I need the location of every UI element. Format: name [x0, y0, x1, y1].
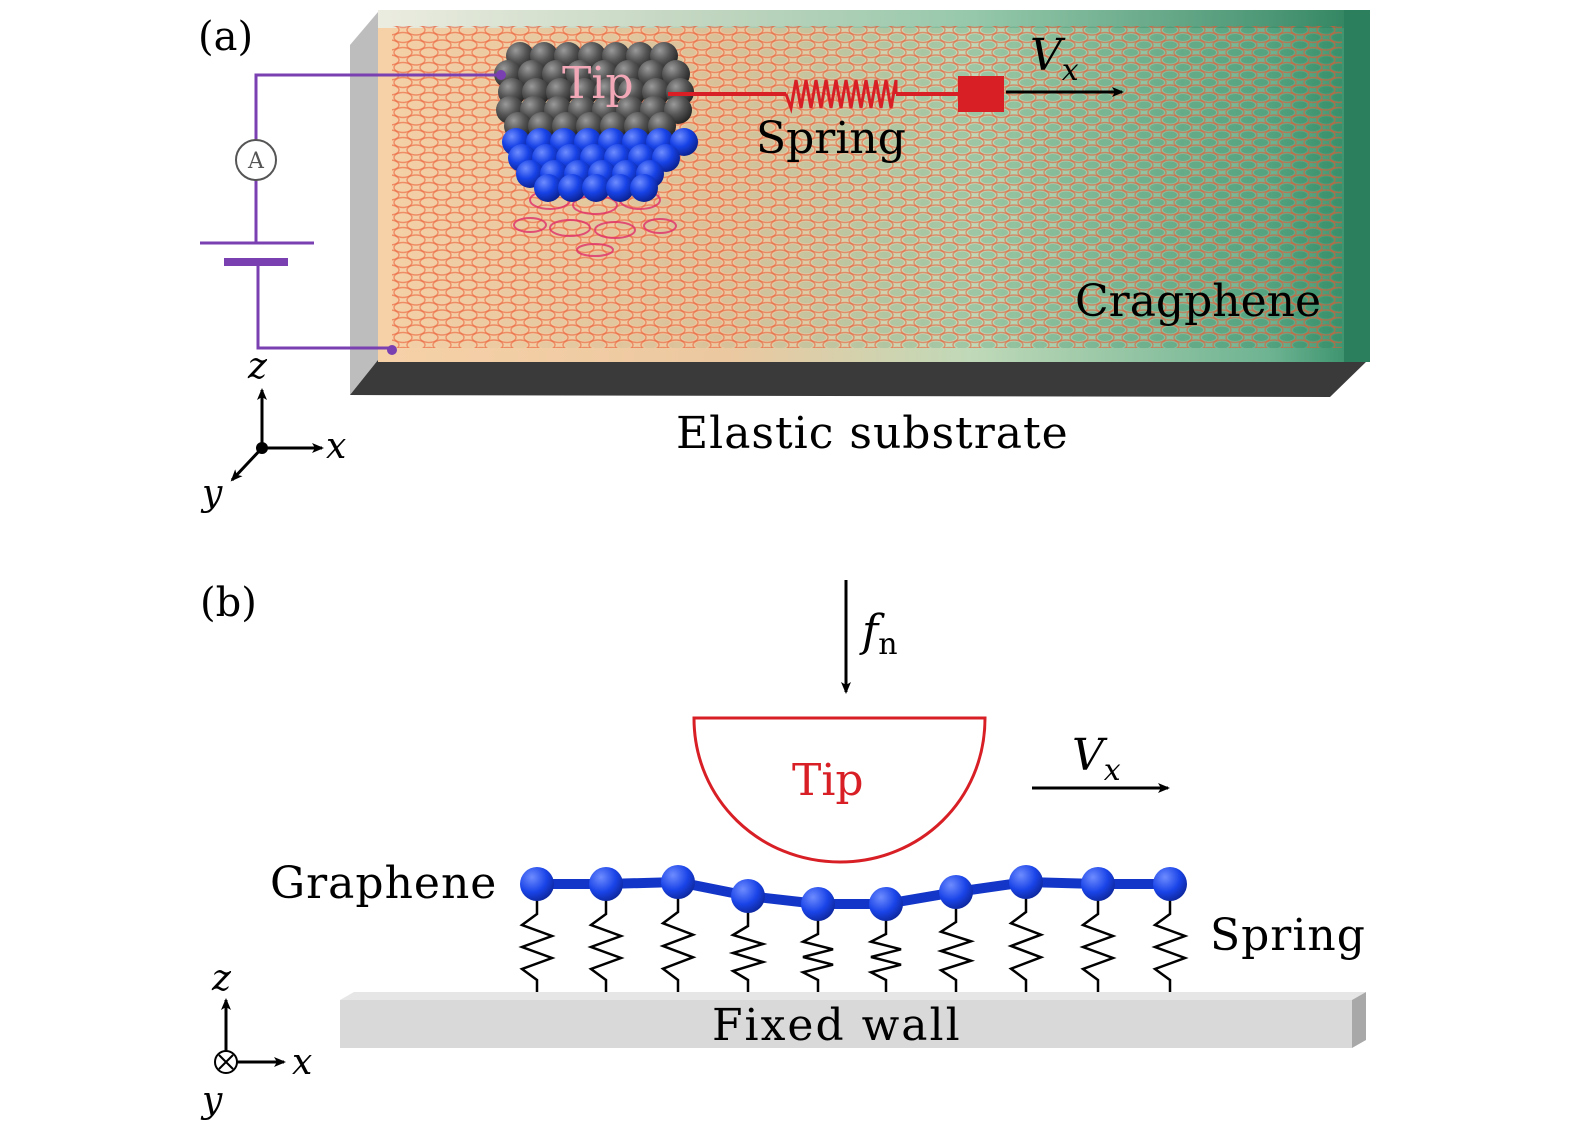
wire-junction-top	[496, 70, 506, 80]
spring-a	[668, 76, 1004, 114]
panel-a-label: (a)	[198, 14, 253, 60]
svg-text:A: A	[247, 149, 265, 174]
cragphene-label: Cragphene	[1075, 276, 1321, 327]
tip-atom-cluster	[494, 42, 698, 202]
velocity-label-a: Vx	[1030, 30, 1079, 88]
electric-circuit	[200, 73, 500, 350]
wire-junction-bottom	[387, 345, 397, 355]
spring-coil	[587, 898, 625, 992]
tip-label-a: Tip	[562, 58, 634, 109]
graphene-atom	[589, 867, 623, 901]
ammeter-icon: A	[235, 139, 277, 181]
spring-coil	[728, 910, 768, 992]
graphene-atom	[1081, 867, 1115, 901]
fixed-wall-label: Fixed wall	[712, 1000, 962, 1051]
spring-coil	[659, 896, 697, 992]
graphene-atom	[520, 867, 554, 901]
spring-coil	[799, 918, 834, 992]
axis-y-label-b: y	[200, 1080, 223, 1121]
axis-z-label-a: z	[247, 346, 268, 387]
tip-atom-blue	[630, 174, 658, 202]
tip-atom-blue	[558, 174, 586, 202]
driver-block	[958, 76, 1004, 112]
panel-b: (b) fn Tip Vx Graphene Spring Fixed wall…	[200, 580, 1366, 1121]
elastic-substrate-label: Elastic substrate	[676, 408, 1069, 459]
tip-atom-blue	[606, 174, 634, 202]
graphene-atom	[661, 865, 695, 899]
axis-x-label-b: x	[292, 1042, 312, 1083]
graphene-atom	[1153, 867, 1187, 901]
axis-z-label-b: z	[211, 958, 232, 999]
normal-force-label: fn	[859, 606, 898, 662]
graphene-atom	[869, 887, 903, 921]
tip-hemisphere	[692, 716, 987, 864]
spring-label-a: Spring	[756, 113, 906, 164]
spring-array	[518, 896, 1189, 992]
graphene-atom	[731, 879, 765, 913]
axis-x-label-a: x	[326, 426, 346, 467]
graphene-atom	[939, 875, 973, 909]
tip-label-b: Tip	[792, 755, 864, 806]
graphene-atom	[801, 887, 835, 921]
spring-coil	[867, 918, 902, 992]
spring-coil	[936, 906, 976, 992]
velocity-label-b: Vx	[1072, 730, 1121, 788]
spring-coil	[518, 898, 556, 992]
axes-triad-a: z x y	[200, 346, 346, 514]
panel-b-label: (b)	[200, 580, 257, 626]
spring-coil	[1079, 898, 1117, 992]
graphene-chain	[520, 865, 1187, 921]
tip-atom-blue	[582, 174, 610, 202]
spring-coil	[1151, 898, 1189, 992]
axes-triad-b: z x y	[200, 958, 312, 1121]
spring-coil	[1007, 896, 1045, 992]
tip-atom-blue	[670, 128, 698, 156]
graphene-bond-line	[537, 877, 1170, 909]
graphene-label: Graphene	[270, 858, 497, 909]
panel-a: (a) Tip	[198, 10, 1370, 514]
fixed-wall: Fixed wall	[340, 992, 1366, 1051]
tip-atom-blue	[534, 174, 562, 202]
graphene-atom	[1009, 865, 1043, 899]
axis-y-label-a: y	[200, 473, 223, 514]
spring-label-b: Spring	[1210, 910, 1366, 961]
